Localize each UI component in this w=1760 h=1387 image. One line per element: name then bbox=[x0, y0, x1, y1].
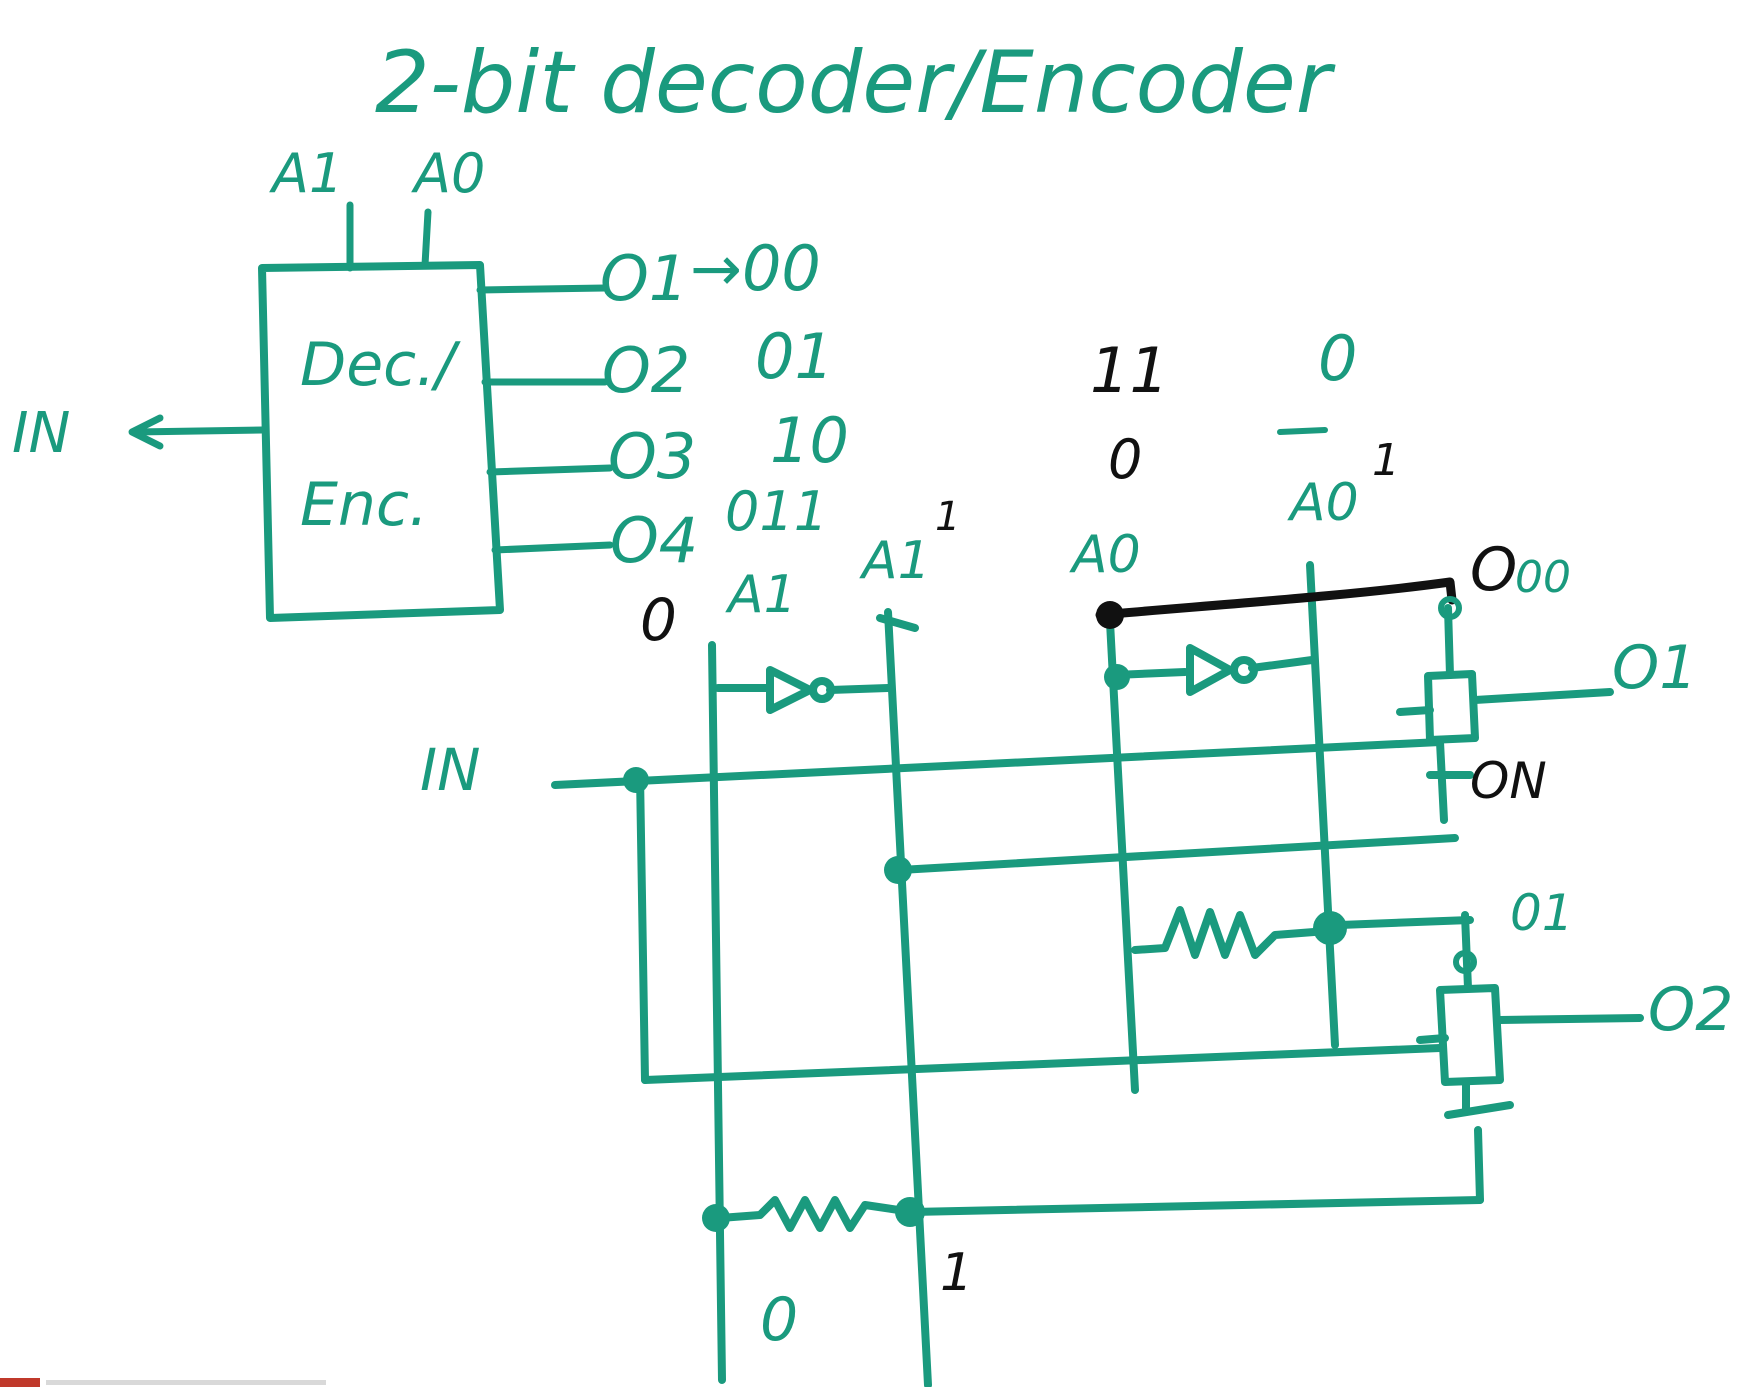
junction-dot-relay1 bbox=[1438, 596, 1462, 620]
block-label-enc: Enc. bbox=[300, 470, 428, 540]
circuit-state-a0: 0 bbox=[1108, 428, 1142, 491]
junction-dot-a0 bbox=[1104, 664, 1130, 690]
circuit-bottom-right-state: 1 bbox=[940, 1243, 973, 1303]
dec-enc-block bbox=[128, 201, 614, 622]
circuit-state-a0-top: 11 bbox=[1090, 334, 1169, 407]
block-input-in: IN bbox=[12, 401, 70, 466]
block-label-dec: Dec./ bbox=[300, 330, 461, 400]
tt-code-4: 011 bbox=[725, 480, 828, 543]
junction-dots bbox=[623, 596, 1477, 1232]
junction-dot-bottom-right bbox=[895, 1197, 925, 1227]
circuit-state-a1: 0 bbox=[640, 586, 677, 654]
junction-dot-in bbox=[623, 767, 649, 793]
circuit-wires bbox=[551, 561, 1644, 1387]
circuit-a1-label: A1 bbox=[725, 565, 797, 625]
circuit-a0-not-label: A0 bbox=[1287, 473, 1359, 533]
out1-code: O bbox=[1470, 535, 1517, 605]
circuit-state-a1-not: 1 bbox=[935, 494, 960, 540]
block-input-a0: A0 bbox=[411, 142, 485, 205]
out1-label: O1 bbox=[1612, 633, 1697, 703]
circuit-a0-label: A0 bbox=[1069, 525, 1141, 585]
circuit-a1-not-label: A1 bbox=[859, 531, 931, 591]
on-label: ON bbox=[1470, 752, 1547, 810]
block-input-a1: A1 bbox=[269, 142, 343, 205]
paper-edge-mark bbox=[0, 1378, 326, 1387]
out2-label: O2 bbox=[1648, 975, 1733, 1045]
tt-output-1: O1 bbox=[600, 242, 688, 315]
junction-dot-bottom-left bbox=[702, 1204, 730, 1232]
black-wire bbox=[1095, 577, 1457, 620]
circuit-in-label: IN bbox=[420, 736, 481, 804]
tt-code-3: 10 bbox=[770, 404, 849, 477]
circuit-state-a0-not: 1 bbox=[1372, 435, 1400, 486]
junction-dot-a0n bbox=[1313, 911, 1347, 945]
out2-code: 01 bbox=[1510, 884, 1574, 942]
junction-dot-a0-black bbox=[1096, 601, 1124, 629]
diagram-title: 2-bit decoder/Encoder bbox=[375, 33, 1336, 133]
tt-code-2: 01 bbox=[755, 320, 834, 393]
tt-output-3: O3 bbox=[608, 420, 696, 493]
circuit-state-a0-not-top: 0 bbox=[1318, 322, 1357, 395]
junction-dot-relay2 bbox=[1453, 950, 1477, 974]
tt-code-1: →00 bbox=[690, 232, 821, 305]
tt-output-2: O2 bbox=[602, 334, 690, 407]
circuit-bottom-left-state: 0 bbox=[760, 1285, 798, 1355]
out1-sub: 00 bbox=[1515, 552, 1571, 603]
tt-output-4: O4 bbox=[610, 504, 698, 577]
junction-dot-a1n bbox=[884, 856, 912, 884]
a0-not-overbar bbox=[1277, 427, 1328, 435]
